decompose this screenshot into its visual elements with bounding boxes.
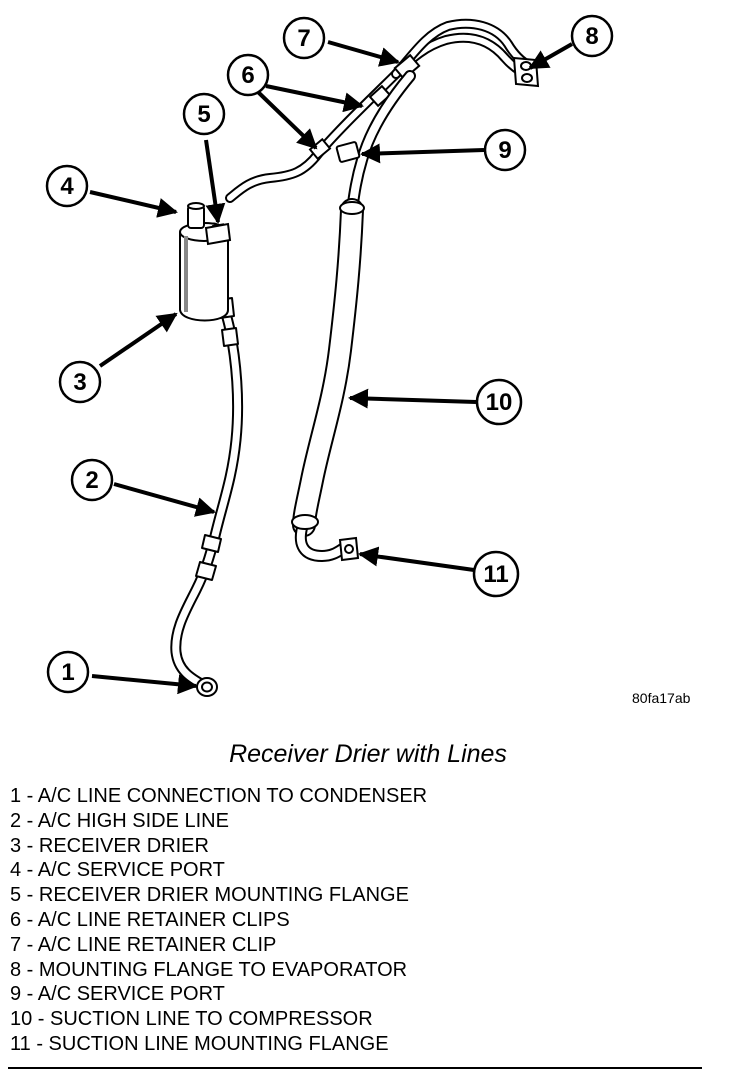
legend-item: 6 - A/C LINE RETAINER CLIPS (10, 908, 290, 931)
legend-item: 3 - RECEIVER DRIER (10, 834, 209, 857)
leader-arrow-7 (327, 40, 400, 67)
receiver-mounting-flange (204, 222, 232, 246)
leader-arrows (89, 40, 573, 695)
callout-11-label: 11 (483, 561, 508, 588)
callout-9-label: 9 (498, 137, 511, 164)
callout-6-label: 6 (241, 62, 254, 89)
legend-item: 2 - A/C HIGH SIDE LINE (10, 809, 229, 832)
leader-arrow-10 (348, 388, 477, 409)
legend-item: 9 - A/C SERVICE PORT (10, 983, 225, 1006)
legend-item: 1 - A/C LINE CONNECTION TO CONDENSER (10, 785, 428, 807)
receiver-service-port (187, 202, 205, 229)
callout-2-label: 2 (85, 467, 98, 494)
legend-item: 5 - RECEIVER DRIER MOUNTING FLANGE (10, 884, 409, 907)
line-retainer-clips (308, 84, 392, 161)
evaporator-mounting-flange (512, 56, 540, 88)
callout-11: 11 (472, 550, 520, 598)
callout-4-label: 4 (60, 173, 74, 200)
leader-arrow-4 (89, 190, 178, 218)
legend-item: 8 - MOUNTING FLANGE TO EVAPORATOR (10, 958, 408, 981)
bottom-divider (8, 1067, 702, 1069)
receiver-drier-diagram: 1 2 3 4 5 6 7 8 9 10 11 (45, 14, 614, 697)
callout-1: 1 (46, 650, 90, 694)
leader-arrow-6b (256, 90, 318, 150)
legend-item: 7 - A/C LINE RETAINER CLIP (10, 933, 277, 956)
callout-8-label: 8 (585, 23, 598, 50)
suction-service-port (335, 141, 361, 163)
callout-3-label: 3 (73, 369, 86, 396)
callout-2: 2 (70, 458, 114, 502)
leader-arrow-5 (204, 139, 226, 224)
callout-8: 8 (570, 14, 614, 58)
leader-arrow-3 (98, 312, 178, 368)
callout-10: 10 (475, 378, 523, 426)
callout-10-label: 10 (486, 389, 513, 416)
leader-arrow-8 (528, 42, 573, 70)
legend-item: 11 - SUCTION LINE MOUNTING FLANGE (10, 1032, 389, 1055)
parts-legend: 1 - A/C LINE CONNECTION TO CONDENSER 2 -… (10, 784, 427, 1057)
condenser-connection-fitting (196, 677, 218, 697)
callout-7: 7 (282, 16, 326, 60)
leader-arrow-6a (265, 84, 364, 113)
callout-5: 5 (182, 92, 226, 136)
figure-caption: Receiver Drier with Lines (229, 740, 507, 768)
legend-item: 10 - SUCTION LINE TO COMPRESSOR (10, 1008, 373, 1031)
callout-5-label: 5 (197, 101, 210, 128)
leader-arrow-9 (360, 143, 485, 164)
callout-1-label: 1 (61, 659, 74, 686)
suction-line-collars (291, 201, 365, 530)
receiver-drier (179, 222, 229, 322)
leader-arrow-11 (358, 546, 475, 572)
legend-item: 4 - A/C SERVICE PORT (10, 859, 225, 882)
callout-6: 6 (226, 53, 270, 97)
callout-3: 3 (58, 360, 102, 404)
callout-7-label: 7 (297, 25, 310, 52)
figure-id: 80fa17ab (632, 690, 691, 706)
suction-mounting-flange (338, 536, 360, 562)
callout-4: 4 (45, 164, 89, 208)
callout-9: 9 (483, 128, 527, 172)
leader-arrow-1 (91, 674, 198, 695)
leader-arrow-2 (113, 482, 216, 517)
